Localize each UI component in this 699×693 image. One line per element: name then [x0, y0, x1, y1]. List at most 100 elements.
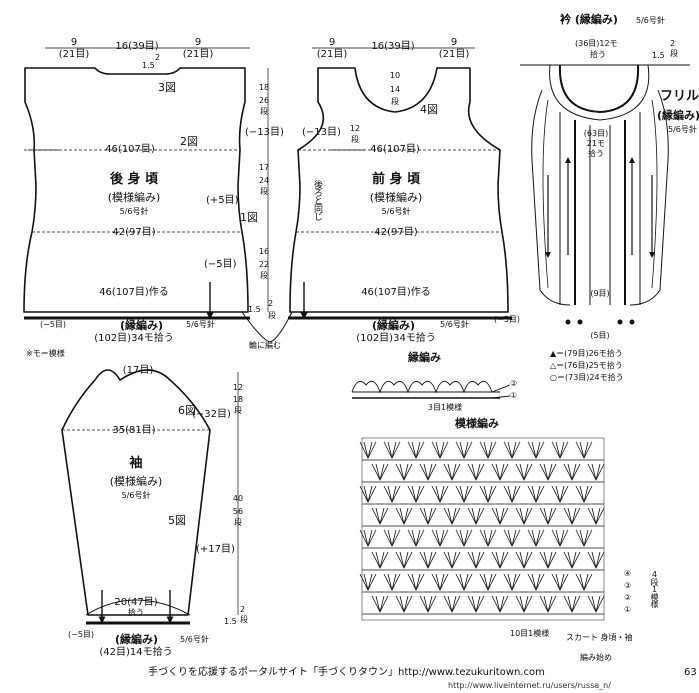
front-top-mid: 16(39目): [371, 41, 415, 52]
chart-stitch-fan: [383, 441, 401, 459]
edging-chart: [351, 380, 511, 399]
sleeve-inc17: (+17目): [196, 544, 235, 555]
front-neck-side-unit: 段: [351, 135, 359, 144]
height2-rows: 24: [258, 176, 270, 185]
front-needle: 5/6号針: [381, 207, 411, 216]
height4-unit: 段: [268, 311, 276, 320]
chart-stitch-fan: [371, 551, 389, 569]
chart-stitch-fan: [359, 573, 377, 591]
chart-stitch-fan: [419, 507, 437, 525]
chart-stitch-fan: [455, 529, 473, 547]
height3: 16: [258, 247, 270, 256]
chart-stitch-fan: [359, 441, 377, 459]
pattern-labels: スカート 身頃・袖: [566, 633, 633, 642]
chart-stitch-fan: [503, 529, 521, 547]
collar-mid-c: 拾う: [588, 149, 604, 158]
chart-stitch-fan: [563, 595, 581, 613]
sleeve-dec5: (−5目): [68, 630, 95, 639]
sleeve-length: 40: [232, 494, 244, 503]
chart-stitch-fan: [527, 441, 545, 459]
collar-title: 衿 (縁編み): [560, 13, 618, 26]
pattern-row1: ①: [624, 605, 632, 614]
back-pattern: (模様編み): [107, 191, 161, 204]
chart-stitch-fan: [491, 595, 509, 613]
back-top-right-rows: (21目): [182, 49, 214, 60]
chart-stitch-fan: [443, 463, 461, 481]
collar-mid-a: (63目): [583, 129, 609, 138]
chart-stitch-fan: [467, 463, 485, 481]
chart-stitch-fan: [419, 463, 437, 481]
pattern-row3: ③: [624, 581, 632, 590]
chart-stitch-fan: [383, 573, 401, 591]
collar-nine: (9目): [590, 289, 610, 298]
chart-stitch-fan: [359, 529, 377, 547]
sleeve-bottom-unit: 段: [240, 615, 248, 624]
chart-stitch-fan: [503, 573, 521, 591]
pattern-chart-title: 模様編み: [455, 417, 499, 430]
front-width-cast: 46(107目)作る: [361, 287, 431, 298]
chart-stitch-fan: [527, 573, 545, 591]
front-neck-rows: 14: [389, 85, 401, 94]
chart-stitch-fan: [563, 507, 581, 525]
chart-stitch-fan: [539, 551, 557, 569]
back-edging-pickup: (102目)34モ拾う: [94, 333, 174, 344]
chart-stitch-fan: [419, 551, 437, 569]
chart-stitch-fan: [407, 573, 425, 591]
front-fig4: 4図: [420, 103, 438, 116]
sleeve-edging-needle: 5/6号針: [180, 635, 209, 644]
chart-stitch-fan: [371, 463, 389, 481]
legend-open-triangle: △＝(76目)25モ拾う: [550, 361, 623, 370]
height3-unit: 段: [260, 271, 268, 280]
collar-needle: 5/6号針: [636, 16, 665, 25]
chart-stitch-fan: [491, 463, 509, 481]
chart-stitch-fan: [551, 485, 569, 503]
sleeve-cap-height: 12: [232, 383, 244, 392]
front-width-chest: 46(107目): [370, 144, 420, 155]
collar-top-pick: (36目)12モ: [575, 39, 618, 48]
chart-stitch-fan: [587, 463, 605, 481]
sleeve-dec32: (−32目): [192, 409, 231, 420]
chart-stitch-fan: [515, 463, 533, 481]
height1-rows: 26: [258, 96, 270, 105]
chart-stitch-fan: [563, 551, 581, 569]
frill-needle: 5/6号針: [668, 125, 697, 134]
chart-stitch-fan: [527, 485, 545, 503]
chart-stitch-fan: [431, 529, 449, 547]
chart-stitch-fan: [407, 485, 425, 503]
chart-stitch-fan: [479, 441, 497, 459]
chart-stitch-fan: [539, 595, 557, 613]
chart-stitch-fan: [395, 595, 413, 613]
chart-stitch-fan: [383, 485, 401, 503]
chart-stitch-fan: [515, 507, 533, 525]
collar-mid-b: 21モ: [586, 139, 606, 148]
chart-stitch-fan: [587, 507, 605, 525]
sleeve-length-unit: 段: [234, 518, 242, 527]
back-top-mid: 16(39目): [115, 41, 159, 52]
collar-side-unit: 段: [670, 49, 678, 58]
front-width-waist: 42(97目): [374, 227, 418, 238]
front-neck-unit: 段: [391, 97, 399, 106]
page-number: 63: [684, 667, 697, 678]
chart-stitch-fan: [503, 441, 521, 459]
chart-stitch-fan: [479, 573, 497, 591]
front-top-left-rows: (21目): [316, 49, 348, 60]
chart-stitch-fan: [587, 551, 605, 569]
round-knit-label: 輪に編む: [249, 341, 281, 350]
front-neck-side: 12: [349, 124, 361, 133]
edging-chart-title: 縁編み: [408, 351, 441, 364]
chart-stitch-fan: [575, 573, 593, 591]
front-top-right-rows: (21目): [438, 49, 470, 60]
chart-stitch-fan: [587, 595, 605, 613]
sleeve-top: (17目): [122, 365, 154, 376]
sleeve-needle: 5/6号針: [121, 491, 151, 500]
legend-filled-triangle: ▲＝(79目)26モ拾う: [550, 349, 623, 358]
front-dec13: (−13目): [302, 127, 341, 138]
front-neck-height: 10: [389, 71, 401, 80]
chart-stitch-fan: [407, 441, 425, 459]
chart-stitch-fan: [455, 485, 473, 503]
back-neck-depth-b: 1.5: [142, 61, 155, 70]
front-edging-pickup: (102目)34モ拾う: [356, 333, 436, 344]
height4: 1.5: [248, 305, 261, 314]
back-body-outline: [23, 67, 249, 313]
